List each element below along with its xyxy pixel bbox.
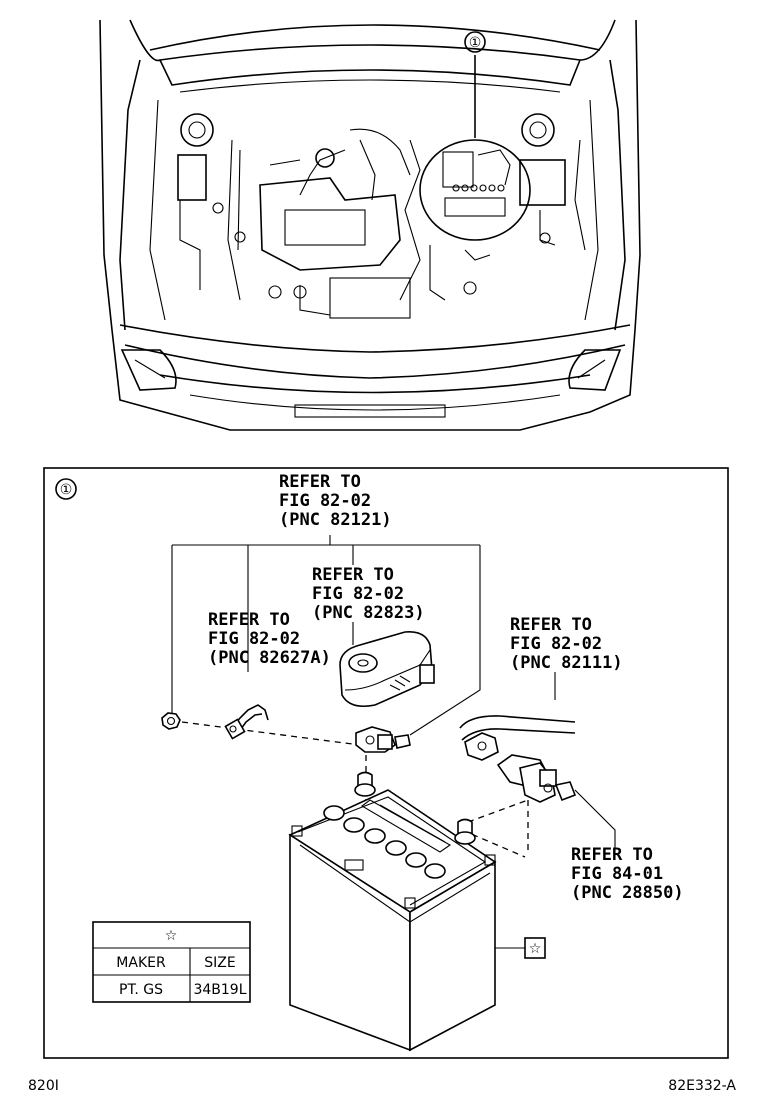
ground-cable-part [224, 704, 269, 740]
battery-sensor-part [496, 754, 577, 803]
battery-cells-miniature [452, 184, 505, 192]
engine-bay-illustration: ① [99, 19, 641, 431]
ref-82823-line1: REFER TO [312, 565, 394, 585]
positive-terminal-clamp [355, 726, 411, 753]
ref-28850-line1: REFER TO [571, 845, 653, 865]
detail-callout-marker [55, 478, 77, 500]
ref-82111-line2: FIG 82-02 [510, 634, 602, 654]
ref-28850-line3: (PNC 28850) [571, 883, 684, 903]
battery-spec-marker-label: ☆ [529, 941, 542, 957]
battery-spec-marker [524, 937, 546, 959]
ref-82823-line2: FIG 82-02 [312, 584, 404, 604]
ref-pnc-28850: REFER TO FIG 84-01 (PNC 28850) [571, 845, 684, 903]
terminal-cover-part [339, 630, 435, 708]
battery-part [288, 771, 497, 1052]
negative-cable-part [459, 715, 576, 761]
ref-28850-line2: FIG 84-01 [571, 864, 663, 884]
ref-82121-line2: FIG 82-02 [279, 491, 371, 511]
battery-location-ellipse [419, 139, 531, 241]
ref-pnc-82121: REFER TO FIG 82-02 (PNC 82121) [279, 472, 392, 530]
ref-82111-line1: REFER TO [510, 615, 592, 635]
detail-frame [43, 467, 729, 1059]
ref-pnc-82111: REFER TO FIG 82-02 (PNC 82111) [510, 615, 623, 673]
ref-82627a-line1: REFER TO [208, 610, 290, 630]
ref-82111-line3: (PNC 82111) [510, 653, 623, 673]
callout-marker-label: ① [469, 35, 482, 51]
ref-82121-line3: (PNC 82121) [279, 510, 392, 530]
detail-callout-label: ① [60, 482, 73, 498]
footer-figure-number: 820I [28, 1078, 59, 1094]
spec-cell-maker: PT. GS [119, 982, 163, 998]
ref-pnc-82823: REFER TO FIG 82-02 (PNC 82823) [312, 565, 425, 623]
spec-col-maker: MAKER [116, 955, 166, 971]
nut-part [161, 712, 181, 730]
spec-table-header: ☆ [165, 928, 178, 944]
ref-82627a-line2: FIG 82-02 [208, 629, 300, 649]
spec-col-size: SIZE [204, 955, 235, 971]
ref-82627a-line3: (PNC 82627A) [208, 648, 331, 668]
ref-82823-line3: (PNC 82823) [312, 603, 425, 623]
ref-pnc-82627a: REFER TO FIG 82-02 (PNC 82627A) [208, 610, 331, 668]
spec-table: ☆ MAKER SIZE PT. GS 34B19L [92, 921, 251, 1003]
leader-lines [171, 535, 616, 848]
ref-82121-line1: REFER TO [279, 472, 361, 492]
footer-drawing-code: 82E332-A [668, 1078, 736, 1094]
callout-marker [464, 31, 486, 53]
spec-cell-size: 34B19L [193, 982, 246, 998]
